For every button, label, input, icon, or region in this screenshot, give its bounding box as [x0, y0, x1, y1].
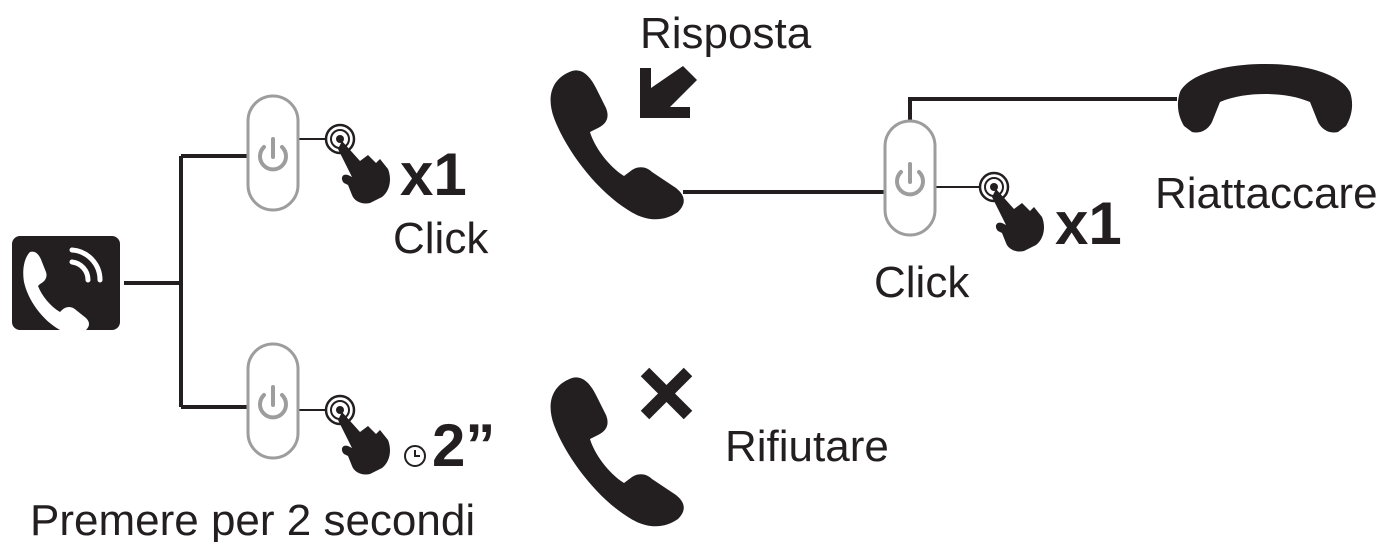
two-seconds-label: 2” [432, 412, 495, 479]
power-button-bottom [246, 342, 300, 460]
tap-hand-icon [324, 123, 392, 205]
hang-up-icon [1177, 64, 1353, 133]
click-label-top: Click [393, 214, 489, 263]
incoming-call-icon [12, 236, 120, 334]
answer-label: Risposta [640, 9, 812, 58]
tap-hand-icon [324, 394, 392, 476]
tap-hand-icon [978, 171, 1046, 253]
answer-call-icon [550, 70, 684, 220]
reject-label: Rifiutare [725, 422, 889, 471]
power-button-right [883, 119, 937, 237]
times-one-right: x1 [1055, 190, 1122, 257]
click-label-right: Click [874, 258, 970, 307]
button-to-tap-lines [298, 138, 980, 411]
arrow-down-left-icon [640, 66, 697, 118]
clock-icon [404, 445, 426, 467]
hold-caption: Premere per 2 secondi [30, 496, 475, 542]
cross-icon [640, 367, 693, 420]
connector-lines [124, 97, 1177, 409]
power-button-top [246, 94, 300, 212]
times-one-top: x1 [400, 141, 467, 208]
hang-up-label: Riattaccare [1155, 169, 1378, 218]
reject-call-icon [550, 377, 684, 527]
